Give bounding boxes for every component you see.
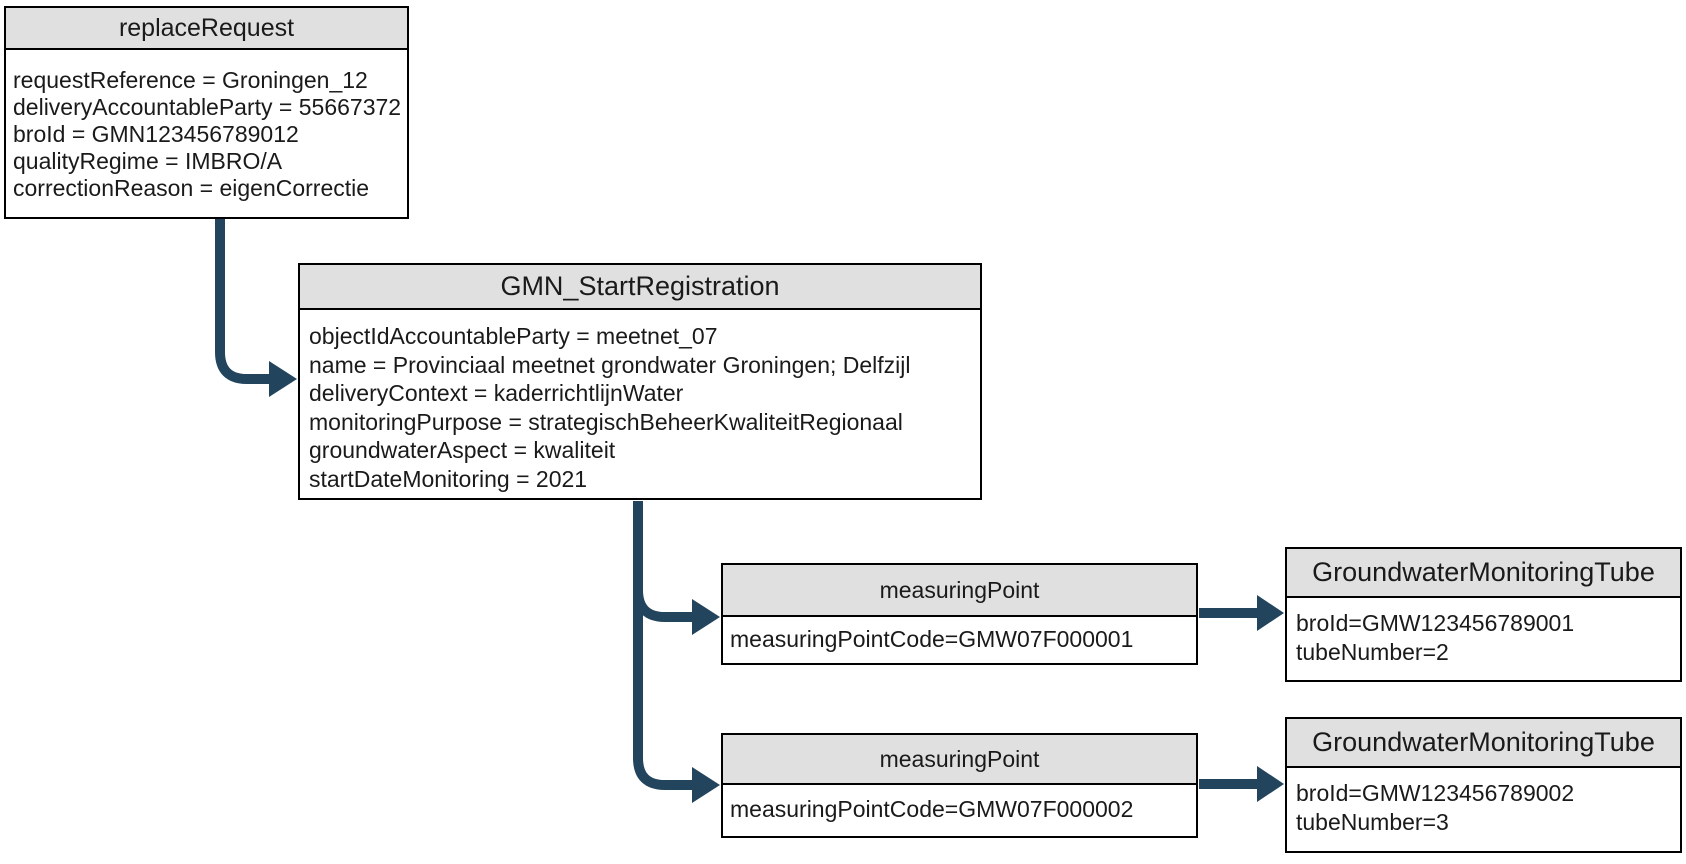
node-measuring-point-2-header: measuringPoint [723,735,1196,785]
attribute-line: correctionReason = eigenCorrectie [13,175,370,201]
node-title: GroundwaterMonitoringTube [1312,557,1655,587]
node-title: GMN_StartRegistration [500,271,780,301]
arrow-registration-to-measuringpoint-2 [633,501,692,790]
node-title: measuringPoint [879,576,1040,603]
node-groundwater-monitoring-tube-1-header: GroundwaterMonitoringTube [1287,549,1680,598]
node-measuring-point-1: measuringPoint measuringPointCode=GMW07F… [721,563,1198,665]
attribute-line: deliveryAccountableParty = 55667372 [13,94,402,120]
node-measuring-point-2: measuringPoint measuringPointCode=GMW07F… [721,733,1198,838]
attribute-line: requestReference = Groningen_12 [13,67,368,93]
node-groundwater-monitoring-tube-1: GroundwaterMonitoringTube broId=GMW12345… [1285,547,1682,682]
attribute-line: measuringPointCode=GMW07F000002 [730,796,1134,822]
node-replace-request: replaceRequest requestReference = Gronin… [4,6,409,219]
node-gmn-start-registration-body: objectIdAccountableParty = meetnet_07 na… [300,310,980,493]
node-replace-request-header: replaceRequest [6,8,407,50]
node-title: GroundwaterMonitoringTube [1312,727,1655,757]
node-replace-request-body: requestReference = Groningen_12 delivery… [6,50,407,202]
node-groundwater-monitoring-tube-2: GroundwaterMonitoringTube broId=GMW12345… [1285,717,1682,853]
attribute-line: tubeNumber=2 [1296,639,1449,665]
node-gmn-start-registration-header: GMN_StartRegistration [300,265,980,310]
attribute-line: broId = GMN123456789012 [13,121,299,147]
arrowhead-registration-to-measuringpoint-1 [692,599,720,635]
node-gmn-start-registration: GMN_StartRegistration objectIdAccountabl… [298,263,982,500]
attribute-line: name = Provinciaal meetnet grondwater Gr… [309,351,911,378]
node-title: replaceRequest [118,13,295,42]
attribute-line: monitoringPurpose = strategischBeheerKwa… [309,408,903,435]
node-groundwater-monitoring-tube-1-body: broId=GMW123456789001 tubeNumber=2 [1287,598,1680,667]
attribute-line: startDateMonitoring = 2021 [309,465,588,492]
arrow-registration-to-measuringpoint-1 [633,501,692,622]
attribute-line: measuringPointCode=GMW07F000001 [730,625,1134,652]
attribute-line: broId=GMW123456789001 [1296,610,1575,636]
arrowhead-measuringpoint-1-to-tube-1 [1257,595,1284,631]
node-measuring-point-2-body: measuringPointCode=GMW07F000002 [723,785,1196,834]
attribute-line: tubeNumber=3 [1296,809,1449,835]
arrowhead-measuringpoint-2-to-tube-2 [1257,766,1284,802]
attribute-line: qualityRegime = IMBRO/A [13,148,283,174]
arrow-replace-to-registration [215,219,269,384]
node-groundwater-monitoring-tube-2-body: broId=GMW123456789002 tubeNumber=3 [1287,768,1680,837]
attribute-line: groundwaterAspect = kwaliteit [309,437,616,463]
node-measuring-point-1-header: measuringPoint [723,565,1196,617]
attribute-line: deliveryContext = kaderrichtlijnWater [309,380,684,406]
arrowhead-replace-to-registration [269,361,297,397]
arrowhead-registration-to-measuringpoint-2 [692,767,720,803]
node-groundwater-monitoring-tube-2-header: GroundwaterMonitoringTube [1287,719,1680,768]
node-measuring-point-1-body: measuringPointCode=GMW07F000001 [723,617,1196,661]
attribute-line: objectIdAccountableParty = meetnet_07 [309,323,718,349]
attribute-line: broId=GMW123456789002 [1296,780,1575,806]
node-title: measuringPoint [879,745,1040,772]
